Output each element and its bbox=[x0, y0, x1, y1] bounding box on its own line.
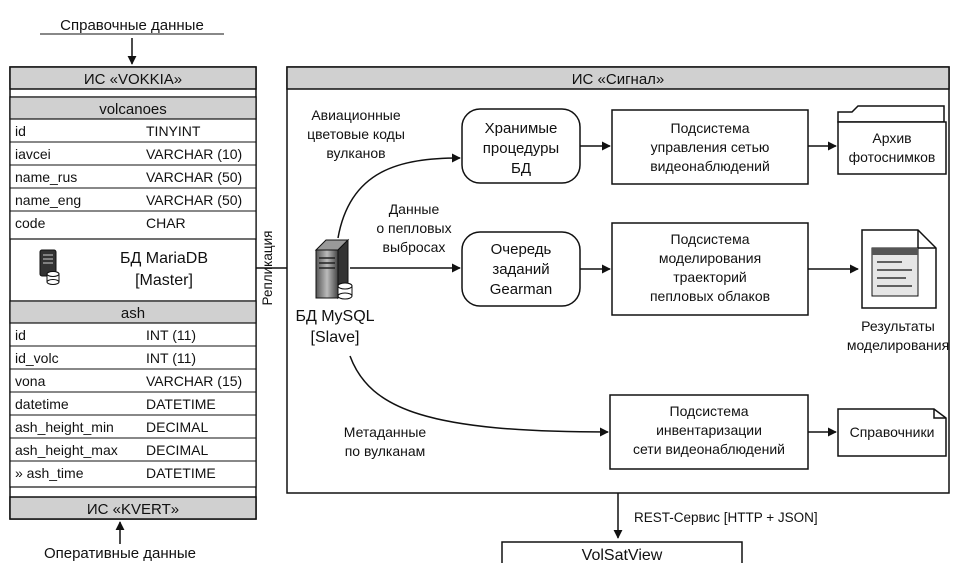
gearman-queue-box: Очередь заданий Gearman bbox=[461, 231, 581, 307]
volcanoes-field-type: VARCHAR (50) bbox=[146, 169, 242, 185]
stored-procedures-box: Хранимые процедуры БД bbox=[461, 108, 581, 184]
ash-field-type: INT (11) bbox=[146, 327, 196, 343]
ash-field-type: DATETIME bbox=[146, 465, 216, 481]
volcanoes-field-type: CHAR bbox=[146, 215, 186, 231]
svg-text:Архив: Архив bbox=[872, 130, 911, 146]
volcanoes-field-type: VARCHAR (10) bbox=[146, 146, 242, 162]
svg-text:VolSatView: VolSatView bbox=[582, 547, 663, 563]
label-ash-data: Данные о пепловых выбросах bbox=[376, 201, 451, 255]
svg-text:сети видеонаблюдений: сети видеонаблюдений bbox=[633, 441, 785, 457]
volcanoes-field-name: iavcei bbox=[15, 146, 51, 162]
results-label-2: моделирования bbox=[847, 337, 949, 353]
ash-field-name: vona bbox=[15, 373, 46, 389]
photo-archive-folder-icon: Архив фотоснимков bbox=[837, 105, 947, 175]
svg-text:Подсистема: Подсистема bbox=[671, 231, 750, 247]
svg-text:Справочники: Справочники bbox=[850, 424, 935, 440]
volcanoes-field-type: TINYINT bbox=[146, 123, 201, 139]
svg-text:фотоснимков: фотоснимков bbox=[849, 149, 936, 165]
results-label-1: Результаты bbox=[861, 318, 935, 334]
svg-text:Метаданные: Метаданные bbox=[344, 424, 427, 440]
svg-text:траекторий: траекторий bbox=[673, 269, 747, 285]
svg-text:моделирования: моделирования bbox=[659, 250, 761, 266]
svg-text:видеонаблюдений: видеонаблюдений bbox=[650, 158, 770, 174]
subsystem-video-box: Подсистема управления сетью видеонаблюде… bbox=[611, 109, 809, 185]
connector-to-procedures bbox=[337, 153, 461, 239]
mariadb-role: [Master] bbox=[135, 272, 193, 289]
connector-to-inventory bbox=[349, 355, 609, 437]
volsatview-box: VolSatView bbox=[501, 541, 743, 563]
ash-field-type: INT (11) bbox=[146, 350, 196, 366]
ash-field-name: id_volc bbox=[15, 350, 59, 366]
svg-text:пепловых облаков: пепловых облаков bbox=[650, 288, 770, 304]
ash-table-title: ash bbox=[121, 305, 145, 322]
svg-text:Хранимые: Хранимые bbox=[485, 120, 558, 137]
ash-field-name: id bbox=[15, 327, 26, 343]
svg-text:Подсистема: Подсистема bbox=[670, 403, 749, 419]
svg-text:процедуры: процедуры bbox=[483, 140, 559, 157]
svg-text:выбросах: выбросах bbox=[383, 239, 446, 255]
volcanoes-field-name: name_eng bbox=[15, 192, 81, 208]
mariadb-label: БД MariaDB bbox=[120, 250, 208, 267]
volcanoes-field-type: VARCHAR (50) bbox=[146, 192, 242, 208]
references-document-icon: Справочники bbox=[837, 408, 947, 457]
ash-field-type: DECIMAL bbox=[146, 419, 208, 435]
svg-text:Очередь: Очередь bbox=[491, 241, 552, 258]
ash-field-type: VARCHAR (15) bbox=[146, 373, 242, 389]
svg-text:о пепловых: о пепловых bbox=[376, 220, 451, 236]
kvert-title: ИС «KVERT» bbox=[87, 501, 179, 518]
top-label: Справочные данные bbox=[60, 17, 204, 34]
subsystem-model-box: Подсистема моделирования траекторий пепл… bbox=[611, 222, 809, 316]
modeling-results-document-icon bbox=[861, 229, 937, 309]
mysql-label: БД MySQL bbox=[295, 308, 374, 325]
ash-field-name: » ash_time bbox=[15, 465, 84, 481]
subsystem-inventory-box: Подсистема инвентаризации сети видеонабл… bbox=[609, 394, 809, 470]
mysql-role: [Slave] bbox=[311, 329, 360, 346]
svg-text:заданий: заданий bbox=[492, 261, 549, 278]
volcanoes-field-name: name_rus bbox=[15, 169, 77, 185]
label-metadata: Метаданные по вулканам bbox=[344, 424, 427, 459]
svg-text:по вулканам: по вулканам bbox=[345, 443, 426, 459]
ash-field-type: DECIMAL bbox=[146, 442, 208, 458]
svg-text:управления сетью: управления сетью bbox=[651, 139, 770, 155]
mariadb-icon bbox=[39, 249, 60, 285]
svg-text:Авиационные: Авиационные bbox=[311, 107, 401, 123]
vokkia-title: ИС «VOKKIA» bbox=[84, 71, 182, 88]
svg-text:БД: БД bbox=[511, 160, 531, 177]
svg-text:Gearman: Gearman bbox=[490, 281, 553, 298]
volcanoes-field-name: code bbox=[15, 215, 46, 231]
volcanoes-field-name: id bbox=[15, 123, 26, 139]
ash-field-name: datetime bbox=[15, 396, 69, 412]
bottom-label: Оперативные данные bbox=[44, 545, 196, 562]
ash-field-name: ash_height_min bbox=[15, 419, 114, 435]
svg-text:вулканов: вулканов bbox=[326, 145, 385, 161]
svg-text:Данные: Данные bbox=[389, 201, 440, 217]
label-aviation: Авиационные цветовые коды вулканов bbox=[307, 107, 405, 161]
ash-field-type: DATETIME bbox=[146, 396, 216, 412]
svg-text:цветовые коды: цветовые коды bbox=[307, 126, 405, 142]
svg-text:инвентаризации: инвентаризации bbox=[656, 422, 762, 438]
ash-field-name: ash_height_max bbox=[15, 442, 118, 458]
rest-label: REST-Сервис [HTTP + JSON] bbox=[634, 510, 818, 525]
signal-title: ИС «Сигнал» bbox=[572, 71, 665, 88]
mysql-server-icon bbox=[314, 238, 353, 300]
volcanoes-table-title: volcanoes bbox=[99, 101, 167, 118]
svg-text:Подсистема: Подсистема bbox=[671, 120, 750, 136]
